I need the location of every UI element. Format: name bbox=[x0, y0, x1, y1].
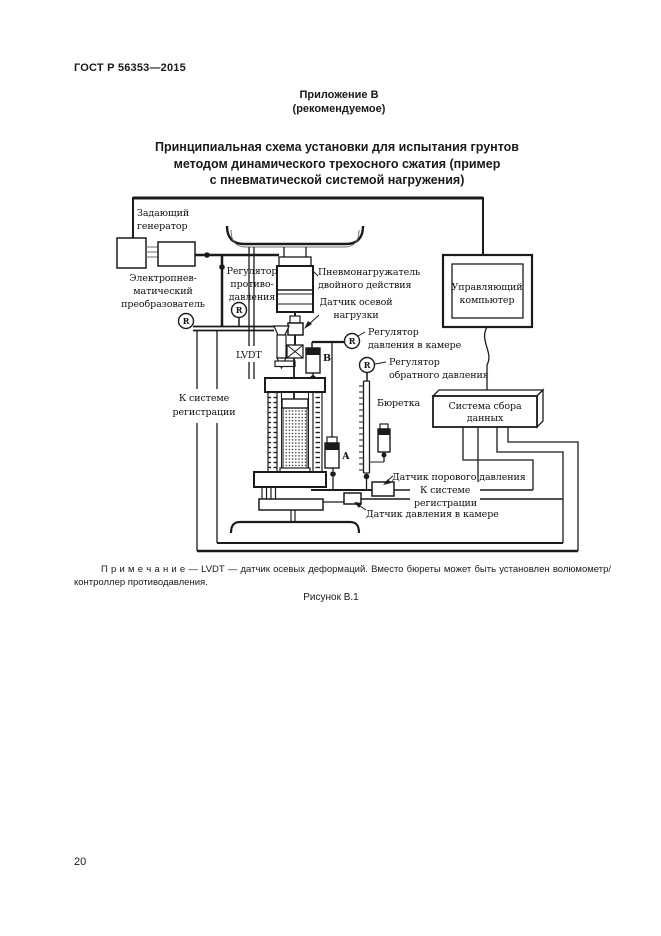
transducer-label2: матический bbox=[133, 286, 192, 297]
back-pressure-reg-label: Регулятор bbox=[389, 357, 440, 368]
pneumatic-loader bbox=[276, 256, 314, 324]
pressure-supply-lines bbox=[193, 252, 279, 332]
triaxial-cell bbox=[229, 377, 361, 534]
pore-pressure-sensor-label: Датчик порового давления bbox=[392, 472, 526, 483]
valve-a bbox=[324, 436, 340, 490]
note-paragraph: П р и м е ч а н и е — LVDT — датчик осев… bbox=[74, 564, 611, 589]
base-table bbox=[229, 520, 361, 534]
svg-text:R: R bbox=[183, 316, 190, 326]
note-label: П р и м е ч а н и е bbox=[101, 564, 186, 575]
computer-label2: компьютер bbox=[460, 295, 515, 306]
regulator-symbol-back-pressure: R bbox=[358, 356, 376, 374]
chamber-pressure-sensor-label: Датчик давления в камере bbox=[366, 509, 499, 520]
page-number: 20 bbox=[74, 856, 87, 868]
recording-right-label: К системе bbox=[420, 485, 471, 496]
figure-title: Принципиальная схема установки для испыт… bbox=[37, 139, 637, 189]
control-bus-lines bbox=[132, 196, 484, 256]
recording-left-label2: регистрации bbox=[172, 407, 235, 418]
chamber-pressure-sensor-box bbox=[343, 492, 362, 505]
valve-a-label: А bbox=[342, 451, 350, 462]
title-line3: с пневматической системой нагружения) bbox=[209, 173, 465, 187]
counter-pressure-reg-label2: противо- bbox=[230, 279, 273, 290]
control-computer bbox=[441, 253, 534, 390]
valve-b-label: В bbox=[323, 353, 331, 364]
axial-load-cell bbox=[287, 322, 304, 345]
data-system-label2: данных bbox=[467, 413, 504, 424]
recording-wires-left bbox=[196, 331, 218, 551]
burette-label: Бюретка bbox=[377, 398, 421, 409]
counter-pressure-reg-label: Регулятор bbox=[227, 266, 278, 277]
axial-load-sensor-label: Датчик осевой bbox=[320, 297, 393, 308]
master-generator-box bbox=[116, 237, 158, 269]
axial-load-sensor-label2: нагрузки bbox=[333, 310, 378, 321]
regulator-symbol-supply: R bbox=[177, 312, 195, 330]
appendix-line1: Приложение В bbox=[299, 89, 379, 101]
svg-text:R: R bbox=[349, 336, 356, 346]
figure-caption: Рисунок В.1 bbox=[303, 592, 359, 603]
appendix-heading: Приложение В (рекомендуемое) bbox=[39, 88, 639, 116]
data-system-label: Система сбора bbox=[448, 401, 522, 412]
transducer-box bbox=[157, 241, 196, 267]
svg-text:R: R bbox=[364, 360, 371, 370]
pneumo-loader-label2: двойного действия bbox=[318, 280, 411, 291]
recording-left-label-bg bbox=[168, 389, 242, 423]
chamber-pressure-reg-label: Регулятор bbox=[368, 327, 419, 338]
burette bbox=[359, 380, 387, 490]
label-pointer-lines bbox=[304, 269, 394, 511]
standard-number: ГОСТ Р 56353—2015 bbox=[74, 62, 186, 74]
specimen-top-cap bbox=[281, 398, 309, 409]
svg-text:R: R bbox=[236, 305, 243, 315]
burette-vent-valve bbox=[377, 423, 391, 453]
recording-right-label2: регистрации bbox=[414, 498, 477, 509]
data-acquisition-system bbox=[431, 388, 579, 551]
valve-b bbox=[305, 347, 321, 381]
computer-label: Управляющий bbox=[452, 282, 523, 293]
lvdt-label-bg bbox=[233, 346, 269, 362]
pore-pressure-sensor-box bbox=[371, 481, 395, 497]
transducer-label: Электропнев- bbox=[129, 273, 197, 284]
pneumo-loader-label: Пневмонагружатель bbox=[318, 267, 420, 278]
regulator-symbol-counter-pressure: R bbox=[230, 301, 248, 319]
title-line2: методом динамического трехосного сжатия … bbox=[173, 156, 501, 171]
chamber-pressure-line bbox=[311, 340, 368, 437]
back-pressure-reg-label2: обратного давления bbox=[389, 370, 489, 381]
recording-right-label-bg bbox=[410, 482, 480, 509]
transducer-label3: преобразователь bbox=[121, 299, 205, 310]
generator-label2: генератор bbox=[137, 221, 187, 232]
regulator-symbol-chamber-pressure: R bbox=[343, 332, 361, 350]
soil-specimen bbox=[282, 407, 308, 469]
recording-bus-lines bbox=[197, 542, 578, 553]
lvdt-label: LVDT bbox=[236, 350, 262, 361]
note-text: — LVDT — датчик осевых деформаций. Вмест… bbox=[74, 564, 611, 588]
generator-label: Задающий bbox=[137, 208, 189, 219]
counter-pressure-reg-label3: давления bbox=[229, 292, 275, 303]
recording-left-label: К системе bbox=[179, 393, 230, 404]
title-line1: Принципиальная схема установки для испыт… bbox=[154, 140, 519, 154]
appendix-line2: (рекомендуемое) bbox=[292, 103, 386, 115]
chamber-pressure-reg-label2: давления в камере bbox=[368, 340, 462, 351]
